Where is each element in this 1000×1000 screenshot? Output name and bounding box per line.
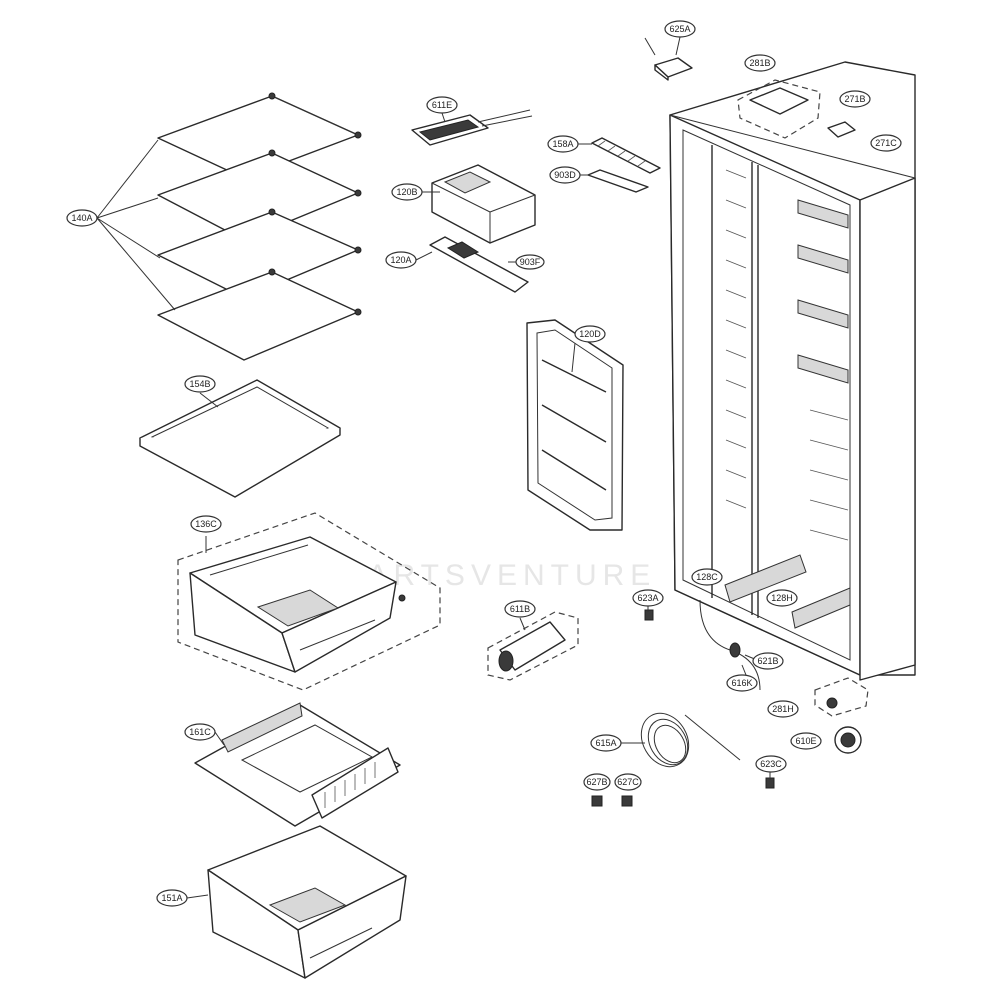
label-161c: 161C: [184, 723, 216, 741]
svg-text:611B: 611B: [510, 604, 530, 614]
label-154b: 154B: [184, 375, 216, 393]
label-621b: 621B: [752, 652, 784, 670]
label-615a: 615A: [590, 734, 622, 752]
drawer-cover-161c: [194, 702, 401, 827]
svg-text:610E: 610E: [795, 736, 816, 746]
freezer-rails: [725, 169, 747, 509]
svg-text:623C: 623C: [760, 759, 782, 769]
label-128c: 128C: [691, 568, 723, 586]
callout-labels: 140A 154B 136C 161C 151A 611E 120B 120A …: [66, 20, 902, 907]
svg-text:627C: 627C: [617, 777, 639, 787]
svg-text:158A: 158A: [552, 139, 573, 149]
part-903d: [580, 169, 649, 193]
svg-text:140A: 140A: [71, 213, 92, 223]
glass-shelves-140a: [96, 92, 362, 361]
svg-text:621B: 621B: [757, 656, 778, 666]
svg-text:625A: 625A: [669, 24, 690, 34]
part-611b: [487, 611, 579, 681]
label-271c: 271C: [870, 134, 902, 152]
part-615a: [620, 712, 741, 768]
part-611e: [411, 109, 533, 146]
svg-text:903D: 903D: [554, 170, 576, 180]
part-627c: [621, 795, 633, 807]
svg-text:623A: 623A: [637, 593, 658, 603]
label-140a: 140A: [66, 209, 98, 227]
label-158a: 158A: [547, 135, 579, 153]
part-120d: [526, 319, 624, 531]
svg-text:136C: 136C: [195, 519, 217, 529]
svg-text:128C: 128C: [696, 572, 718, 582]
svg-text:161C: 161C: [189, 727, 211, 737]
svg-text:151A: 151A: [161, 893, 182, 903]
label-271b: 271B: [839, 90, 871, 108]
svg-text:271B: 271B: [844, 94, 865, 104]
label-610e: 610E: [790, 732, 822, 750]
svg-text:615A: 615A: [595, 738, 616, 748]
svg-text:281H: 281H: [772, 704, 794, 714]
label-623a: 623A: [632, 589, 664, 607]
label-120b: 120B: [391, 183, 423, 201]
svg-text:271C: 271C: [875, 138, 897, 148]
label-281b: 281B: [744, 54, 776, 72]
fridge-rails: [797, 199, 849, 541]
svg-text:128H: 128H: [771, 593, 793, 603]
label-627b: 627B: [583, 773, 611, 791]
drawer-151a: [186, 825, 407, 979]
label-627c: 627C: [614, 773, 642, 791]
crisper-drawer-136c: [177, 512, 441, 691]
part-120a: [415, 236, 529, 293]
refrigerator-cabinet: [669, 61, 916, 717]
label-120a: 120A: [385, 251, 417, 269]
svg-text:281B: 281B: [749, 58, 770, 68]
label-616k: 616K: [726, 674, 758, 692]
svg-text:611E: 611E: [432, 100, 452, 110]
svg-text:627B: 627B: [586, 777, 607, 787]
svg-text:903F: 903F: [520, 257, 541, 267]
svg-text:120A: 120A: [390, 255, 411, 265]
label-128h: 128H: [766, 589, 798, 607]
part-625a: [644, 36, 693, 81]
svg-text:120B: 120B: [396, 187, 417, 197]
label-120d: 120D: [574, 325, 606, 343]
label-903d: 903D: [549, 166, 581, 184]
svg-text:154B: 154B: [189, 379, 210, 389]
label-151a: 151A: [156, 889, 188, 907]
part-158a: [578, 137, 661, 174]
part-610e: [834, 726, 862, 754]
svg-text:616K: 616K: [731, 678, 752, 688]
label-611e: 611E: [426, 96, 458, 114]
shelf-frame-154b: [139, 379, 341, 498]
label-611b: 611B: [504, 600, 536, 618]
label-281h: 281H: [767, 700, 799, 718]
svg-text:120D: 120D: [579, 329, 601, 339]
label-625a: 625A: [664, 20, 696, 38]
label-136c: 136C: [190, 515, 222, 533]
label-623c: 623C: [755, 755, 787, 773]
part-120b: [422, 164, 536, 244]
part-627b: [591, 795, 603, 807]
label-903f: 903F: [515, 254, 545, 270]
